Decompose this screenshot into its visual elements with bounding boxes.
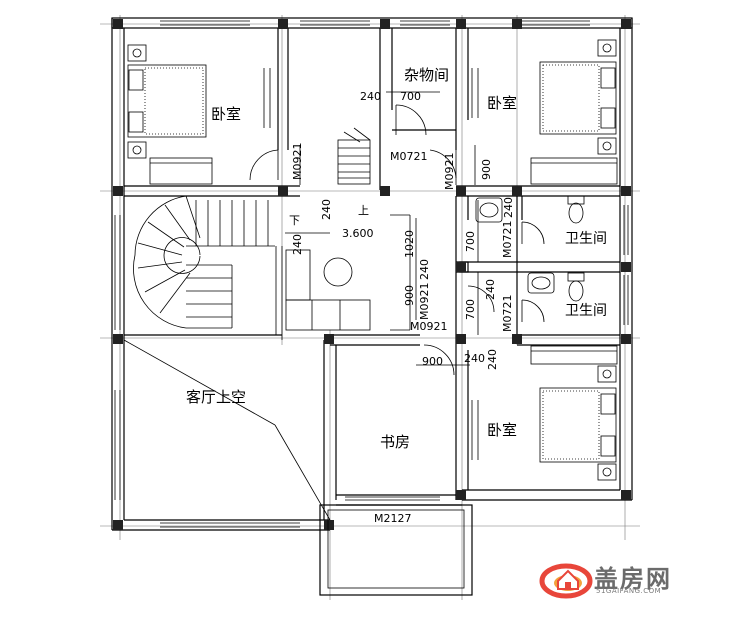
dim-900-a: 900 xyxy=(480,159,493,180)
logo-site: 51GAIFANG.COM xyxy=(596,587,662,595)
room-label-living-void: 客厅上空 xyxy=(186,388,246,406)
void-outline xyxy=(123,339,276,426)
room-label-bedroom-ne: 卧室 xyxy=(487,94,517,112)
dim-900-b: 900 xyxy=(403,285,416,306)
dim-240-a: 240 xyxy=(360,90,381,103)
balcony xyxy=(319,496,473,596)
structural-columns xyxy=(113,19,631,530)
stair-up-mark: 上 xyxy=(358,204,369,217)
site-logo: 盖房网 51GAIFANG.COM xyxy=(538,555,738,605)
spiral-stair xyxy=(133,195,283,340)
dim-1020: 1020 xyxy=(403,230,416,258)
room-label-study: 书房 xyxy=(380,433,410,451)
dim-700-a: 700 xyxy=(400,90,421,103)
bed-nw xyxy=(127,44,271,185)
elevation-mark: 3.600 xyxy=(342,227,374,240)
dimension-lines xyxy=(285,91,479,366)
door-code-m0921-b: M0921 xyxy=(443,153,456,191)
landing-furniture xyxy=(285,214,411,331)
door-code-m0721-c: M0721 xyxy=(501,295,514,333)
dim-900-c: 900 xyxy=(422,355,443,368)
straight-stair xyxy=(337,127,371,185)
house-logo-icon xyxy=(539,563,593,599)
logo-name: 盖房网 xyxy=(594,565,672,593)
dim-700-b: 700 xyxy=(464,231,477,252)
room-label-bedroom-se: 卧室 xyxy=(487,421,517,439)
room-label-bath-2: 卫生间 xyxy=(565,303,607,319)
dim-240-g: 240 xyxy=(486,349,499,370)
door-code-m0721-a: M0721 xyxy=(390,150,428,163)
door-code-m0721-b: M0721 xyxy=(501,221,514,259)
door-swings xyxy=(249,104,545,376)
bed-ne xyxy=(471,39,618,185)
void-outline-2 xyxy=(274,424,331,521)
dim-240-d: 240 xyxy=(418,259,431,280)
exterior-walls xyxy=(111,17,633,531)
dim-240-e: 240 xyxy=(484,279,497,300)
bathroom-fixtures xyxy=(475,195,585,302)
dim-240-f: 240 xyxy=(464,352,485,365)
dim-240-h: 240 xyxy=(291,234,304,255)
stair-down-mark: 下 xyxy=(289,214,300,227)
dim-240-b: 240 xyxy=(320,199,333,220)
door-code-m0921-a: M0921 xyxy=(291,143,304,181)
room-label-bath-1: 卫生间 xyxy=(565,231,607,247)
dim-700-c: 700 xyxy=(464,299,477,320)
room-label-bedroom-nw: 卧室 xyxy=(211,105,241,123)
window-code-m2127: M2127 xyxy=(374,512,412,525)
door-code-m0921-d: M0921 xyxy=(410,320,448,333)
door-code-m0921-c: M0921 xyxy=(418,283,431,321)
bed-se xyxy=(471,345,618,481)
dim-240-c: 240 xyxy=(502,197,515,218)
room-label-storage: 杂物间 xyxy=(404,66,449,84)
